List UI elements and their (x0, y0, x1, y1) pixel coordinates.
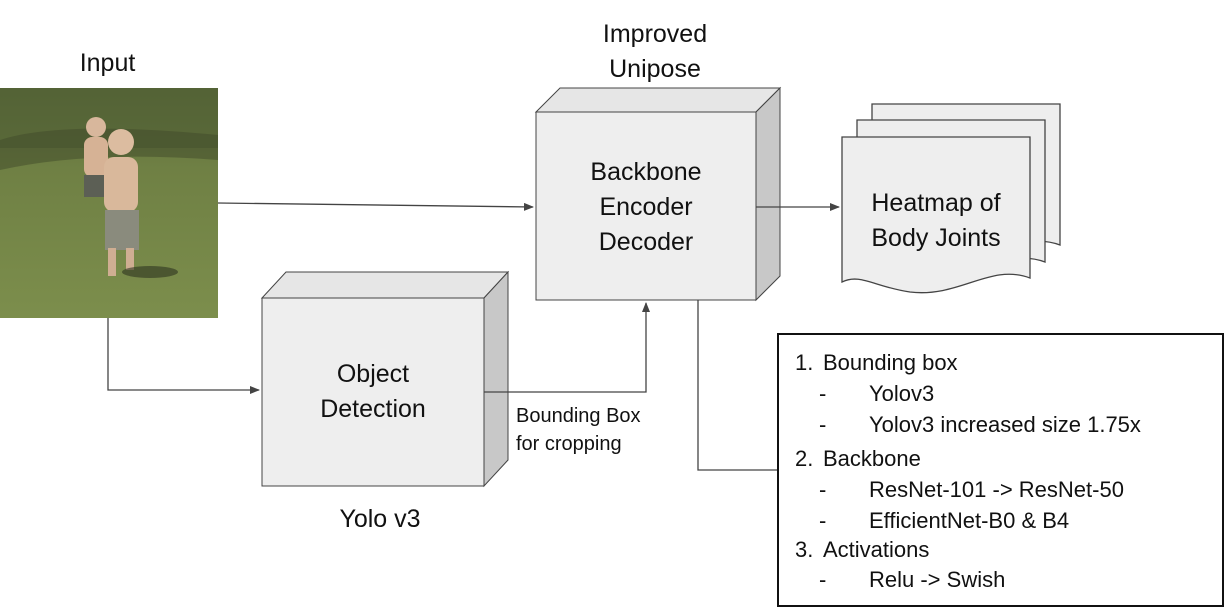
unipose-box-line2: Encoder (599, 193, 693, 221)
detection-caption: Yolo v3 (339, 505, 421, 533)
note-marker: - (819, 567, 827, 592)
note-text: Relu -> Swish (869, 567, 1006, 592)
note-marker: - (819, 477, 827, 502)
unipose-title-line1: Improved (602, 20, 708, 48)
note-text: Yolov3 (869, 381, 935, 406)
note-text: Yolov3 increased size 1.75x (869, 412, 1141, 437)
unipose-box (534, 86, 782, 302)
detection-box-line2: Detection (320, 395, 426, 423)
detection-box-line1: Object (336, 360, 410, 388)
notes-box: 1. Bounding box - Yolov3 - Yolov3 increa… (777, 333, 1224, 607)
unipose-title-line2: Unipose (609, 55, 701, 83)
note-marker: 3. (795, 537, 814, 562)
input-photo (0, 88, 218, 318)
note-text: EfficientNet-B0 & B4 (869, 508, 1070, 533)
heatmap-stack (841, 103, 1061, 294)
note-marker: 1. (795, 350, 814, 375)
arrow-detection-to-unipose (484, 302, 650, 393)
unipose-box-line1: Backbone (590, 158, 702, 186)
note-marker: - (819, 381, 827, 406)
note-text: Bounding box (823, 350, 958, 375)
input-label: Input (79, 49, 136, 77)
note-marker: - (819, 412, 827, 437)
note-marker: 2. (795, 446, 814, 471)
arrow-input-to-unipose (217, 202, 534, 211)
object-detection-box (260, 270, 510, 488)
arrow-input-to-detection (107, 318, 260, 394)
line-unipose-to-notes (697, 300, 777, 471)
bbox-label-line1: Bounding Box (516, 405, 641, 427)
note-marker: - (819, 508, 827, 533)
note-text: ResNet-101 -> ResNet-50 (869, 477, 1124, 502)
note-text: Activations (823, 537, 930, 562)
unipose-box-line3: Decoder (598, 228, 694, 256)
connectors (107, 202, 840, 471)
bbox-label-line2: for cropping (516, 433, 622, 455)
note-text: Backbone (823, 446, 921, 471)
heatmap-line2: Body Joints (871, 224, 1001, 252)
heatmap-line1: Heatmap of (871, 189, 1001, 217)
